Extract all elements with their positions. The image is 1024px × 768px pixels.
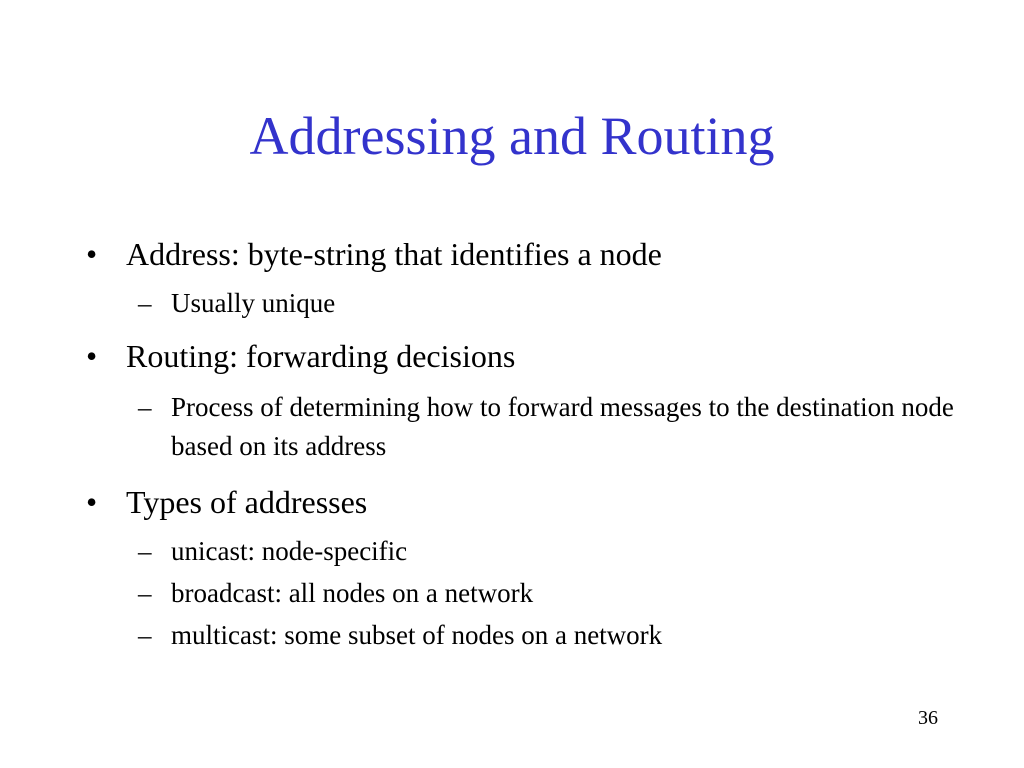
sub-bullet-text: broadcast: all nodes on a network [171, 578, 534, 608]
bullet-text: Routing: forwarding decisions [126, 338, 516, 374]
bullet-item: • Routing: forwarding decisions [86, 330, 966, 382]
dash-icon: – [138, 392, 152, 422]
bullet-icon: • [86, 236, 98, 272]
bullet-item: • Address: byte-string that identifies a… [86, 228, 966, 280]
bullet-icon: • [86, 484, 98, 520]
sub-bullet-item: – Usually unique [86, 282, 966, 324]
dash-icon: – [138, 536, 152, 566]
bullet-icon: • [86, 338, 98, 374]
sub-bullet-text: unicast: node-specific [171, 536, 408, 566]
sub-bullet-text: multicast: some subset of nodes on a net… [171, 620, 663, 650]
sub-bullet-item: – multicast: some subset of nodes on a n… [86, 614, 966, 656]
slide-body: • Address: byte-string that identifies a… [86, 228, 966, 656]
slide-title: Addressing and Routing [249, 106, 775, 166]
sub-bullet-text: Process of determining how to forward me… [171, 392, 954, 461]
dash-icon: – [138, 578, 152, 608]
bullet-text: Types of addresses [126, 484, 368, 520]
page-number: 36 [918, 707, 938, 729]
sub-bullet-item: – broadcast: all nodes on a network [86, 572, 966, 614]
bullet-item: • Types of addresses [86, 476, 966, 528]
bullet-text: Address: byte-string that identifies a n… [126, 236, 662, 272]
sub-bullet-item: – Process of determining how to forward … [86, 388, 971, 466]
dash-icon: – [138, 620, 152, 650]
sub-bullet-item: – unicast: node-specific [86, 530, 966, 572]
sub-bullet-text: Usually unique [171, 288, 336, 318]
dash-icon: – [138, 288, 152, 318]
